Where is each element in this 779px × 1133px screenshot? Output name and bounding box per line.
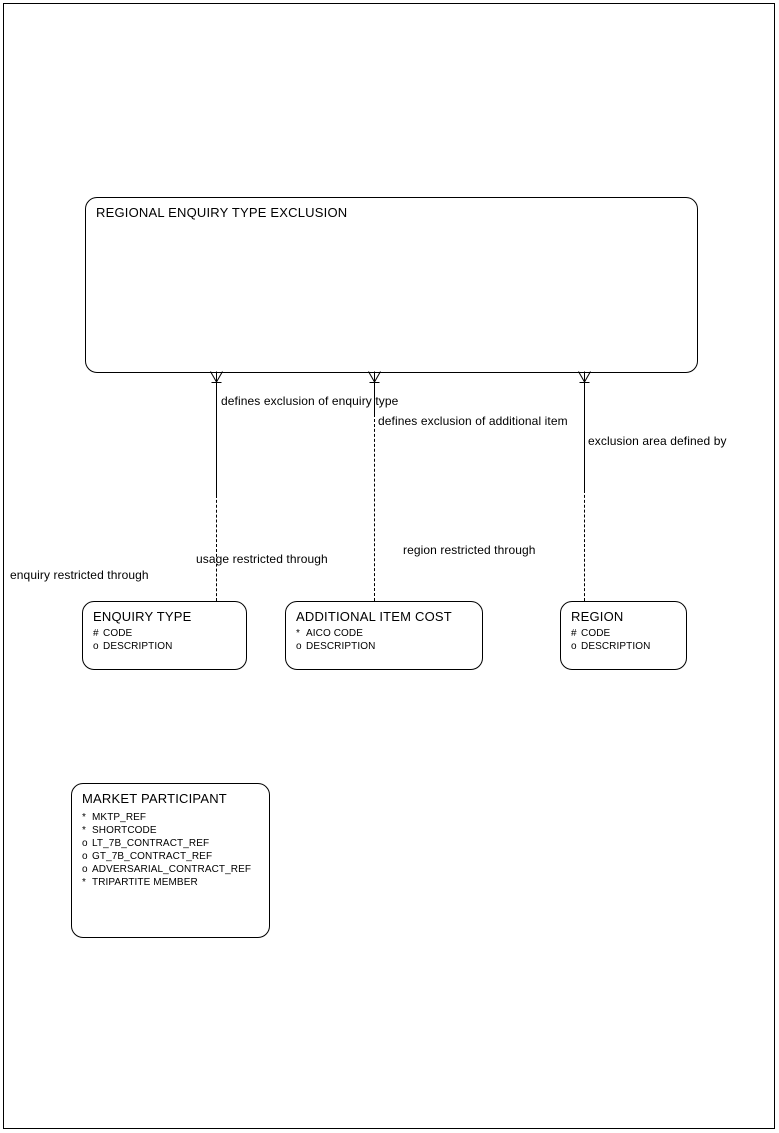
attribute-label: GT_7B_CONTRACT_REF <box>92 851 213 862</box>
attribute-label: CODE <box>581 628 611 639</box>
attribute-label: DESCRIPTION <box>581 641 651 652</box>
attribute-row: o ADVERSARIAL_CONTRACT_REF <box>82 863 269 876</box>
entity-additional-item-cost[interactable]: ADDITIONAL ITEM COST * AICO CODE o DESCRIP… <box>285 601 483 670</box>
attribute-marker: # <box>571 628 577 639</box>
attribute-row: o DESCRIPTION <box>296 640 482 653</box>
relationship-line-additional-item-solid <box>374 382 375 414</box>
attribute-label: CODE <box>103 628 133 639</box>
attribute-row: o DESCRIPTION <box>571 640 686 653</box>
attribute-marker: o <box>82 838 88 849</box>
entity-title-regional-enquiry-type-exclusion: REGIONAL ENQUIRY TYPE EXCLUSION <box>96 205 348 220</box>
attribute-marker: # <box>93 628 99 639</box>
attribute-row: * TRIPARTITE MEMBER <box>82 876 269 889</box>
entity-region[interactable]: REGION # CODE o DESCRIPTION <box>560 601 687 670</box>
relationship-label-region-restricted-through: region restricted through <box>403 543 536 557</box>
attribute-marker: * <box>82 812 86 823</box>
entity-title-region: REGION <box>571 609 624 624</box>
page-border <box>3 3 775 1129</box>
relationship-line-enquiry-type-solid <box>216 382 217 495</box>
attribute-label: LT_7B_CONTRACT_REF <box>92 838 210 849</box>
entity-enquiry-type[interactable]: ENQUIRY TYPE # CODE o DESCRIPTION <box>82 601 247 670</box>
attribute-row: * AICO CODE <box>296 627 482 640</box>
attribute-marker: * <box>82 877 86 888</box>
attribute-row: o LT_7B_CONTRACT_REF <box>82 837 269 850</box>
attribute-row: o DESCRIPTION <box>93 640 246 653</box>
attribute-label: SHORTCODE <box>92 825 157 836</box>
attribute-row: # CODE <box>571 627 686 640</box>
attribute-list-region: # CODE o DESCRIPTION <box>571 627 686 653</box>
relationship-label-defines-exclusion-of-additional-item: defines exclusion of additional item <box>378 414 568 428</box>
entity-market-participant[interactable]: MARKET PARTICIPANT * MKTP_REF * SHORTCODE … <box>71 783 270 938</box>
entity-title-market-participant: MARKET PARTICIPANT <box>82 791 227 806</box>
attribute-marker: o <box>82 851 88 862</box>
attribute-list-enquiry-type: # CODE o DESCRIPTION <box>93 627 246 653</box>
attribute-row: * MKTP_REF <box>82 811 269 824</box>
attribute-marker: o <box>93 641 99 652</box>
attribute-list-market-participant: * MKTP_REF * SHORTCODE o LT_7B_CONTRACT_REF… <box>82 811 269 889</box>
relationship-label-defines-exclusion-of-enquiry-type: defines exclusion of enquiry type <box>221 394 399 408</box>
relationship-label-usage-restricted-through: usage restricted through <box>196 552 328 566</box>
attribute-marker: o <box>296 641 302 652</box>
attribute-marker: o <box>82 864 88 875</box>
attribute-row: o GT_7B_CONTRACT_REF <box>82 850 269 863</box>
crowfoot-icon-additional-item-cost <box>368 371 381 383</box>
attribute-label: TRIPARTITE MEMBER <box>92 877 198 888</box>
entity-title-additional-item-cost: ADDITIONAL ITEM COST <box>296 609 452 624</box>
relationship-line-region-dashed <box>584 490 585 601</box>
entity-regional-enquiry-type-exclusion[interactable]: REGIONAL ENQUIRY TYPE EXCLUSION <box>85 197 698 373</box>
attribute-marker: * <box>296 628 300 639</box>
relationship-label-exclusion-area-defined-by: exclusion area defined by <box>588 434 727 448</box>
attribute-row: * SHORTCODE <box>82 824 269 837</box>
attribute-label: DESCRIPTION <box>306 641 376 652</box>
attribute-label: ADVERSARIAL_CONTRACT_REF <box>92 864 252 875</box>
attribute-label: MKTP_REF <box>92 812 147 823</box>
attribute-marker: o <box>571 641 577 652</box>
entity-title-enquiry-type: ENQUIRY TYPE <box>93 609 192 624</box>
relationship-line-enquiry-type-dashed <box>216 495 217 601</box>
attribute-row: # CODE <box>93 627 246 640</box>
relationship-line-additional-item-dashed <box>374 414 375 601</box>
attribute-label: AICO CODE <box>306 628 364 639</box>
relationship-label-enquiry-restricted-through: enquiry restricted through <box>10 568 149 582</box>
attribute-label: DESCRIPTION <box>103 641 173 652</box>
attribute-list-additional-item-cost: * AICO CODE o DESCRIPTION <box>296 627 482 653</box>
relationship-line-region-solid <box>584 382 585 490</box>
attribute-marker: * <box>82 825 86 836</box>
